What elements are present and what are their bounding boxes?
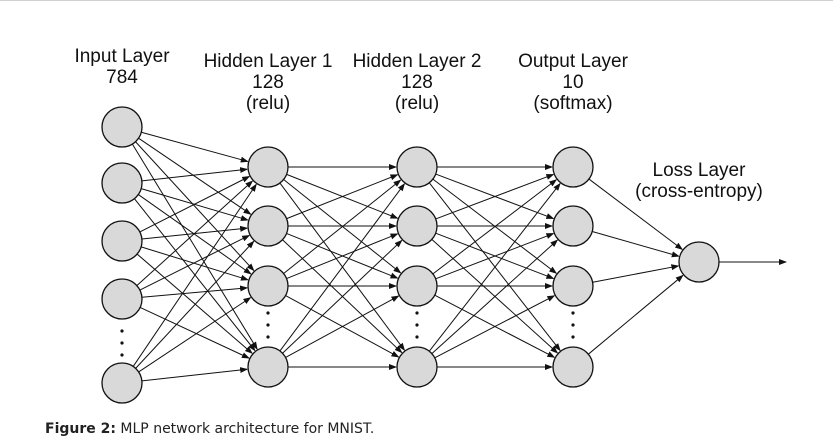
input-label-line-2: 784: [106, 67, 138, 88]
edge-hidden1-to-hidden2: [285, 295, 400, 358]
edge-input-to-hidden1: [140, 246, 249, 281]
input-ellipsis-dot-1: [120, 329, 124, 333]
output-label-line-1: Output Layer: [518, 51, 628, 72]
edge-output-to-loss: [592, 231, 680, 258]
hidden2-neuron-3: [396, 265, 438, 307]
connection-edges: [131, 131, 787, 382]
top-divider: [0, 0, 833, 1]
hidden2-label-line-1: Hidden Layer 2: [352, 51, 482, 72]
hidden2-ellipsis-dot-1: [415, 311, 419, 315]
hidden2-neuron-4: [396, 346, 438, 388]
edge-input-to-hidden1: [138, 194, 252, 275]
loss-layer-label: Loss Layer(cross-entropy): [635, 160, 763, 202]
edge-hidden1-to-hidden2: [286, 233, 399, 279]
edge-input-to-hidden1: [138, 297, 252, 373]
edge-input-to-hidden1: [139, 176, 251, 233]
edge-hidden1-to-hidden2: [286, 174, 399, 220]
output-ellipsis-dot-2: [571, 323, 575, 327]
hidden1-ellipsis-dot-2: [266, 323, 270, 327]
edge-output-to-loss: [592, 264, 680, 283]
edge-hidden1-to-hidden2: [282, 239, 403, 354]
hidden1-neuron-2: [247, 205, 289, 247]
input-neuron-1: [101, 106, 143, 148]
edge-hidden2-to-output: [435, 233, 555, 280]
input-ellipsis-dot-2: [120, 341, 124, 345]
edge-input-to-hidden1: [135, 240, 255, 369]
input-neuron-5: [101, 362, 143, 404]
hidden2-ellipsis-dot-2: [415, 323, 419, 327]
hidden2-neuron-2: [396, 205, 438, 247]
output-label-line-3: (softmax): [533, 93, 613, 114]
neuron-nodes: [101, 106, 720, 404]
edge-output-to-loss: [588, 178, 684, 250]
edge-input-to-hidden1: [131, 143, 258, 350]
input-label-line-1: Input Layer: [74, 46, 170, 67]
edge-input-to-hidden1: [139, 306, 250, 359]
hidden2-neuron-1: [396, 146, 438, 188]
output-neuron-1: [552, 146, 594, 188]
edge-input-to-hidden1: [132, 183, 257, 367]
hidden1-label-line-3: (relu): [245, 93, 291, 114]
edge-input-to-hidden1: [141, 131, 249, 163]
loss-label-line-1: Loss Layer: [652, 160, 746, 181]
edge-input-to-hidden1: [135, 141, 255, 272]
output-ellipsis-dot-3: [571, 335, 575, 339]
edge-hidden2-to-output: [428, 182, 561, 352]
hidden1-neuron-1: [247, 146, 289, 188]
hidden1-label-line-2: 128: [252, 72, 284, 93]
mlp-network-diagram: [101, 106, 787, 404]
edge-hidden2-to-output: [432, 179, 558, 275]
edge-input-to-hidden1: [136, 180, 254, 286]
edge-hidden2-to-output: [431, 239, 559, 354]
edge-hidden2-to-output: [434, 295, 556, 359]
output-ellipsis-dot-1: [571, 311, 575, 315]
loss-neuron-1: [678, 241, 720, 283]
edge-input-to-hidden1: [136, 253, 253, 354]
edge-input-to-hidden1: [141, 367, 249, 382]
output-label-line-2: 10: [562, 72, 584, 93]
caption-label: Figure 2:: [45, 421, 116, 437]
hidden1-neuron-3: [247, 265, 289, 307]
edge-input-to-hidden1: [138, 137, 252, 215]
hidden1-ellipsis-dot-3: [266, 335, 270, 339]
input-neuron-2: [101, 162, 143, 204]
hidden1-label-line-1: Hidden Layer 1: [203, 51, 333, 72]
input-ellipsis-dot-3: [120, 353, 124, 357]
hidden2-label-line-2: 128: [401, 72, 433, 93]
hidden2-label-line-3: (relu): [394, 93, 440, 114]
input-neuron-4: [101, 278, 143, 320]
caption-text: MLP network architecture for MNIST.: [115, 421, 375, 437]
input-neuron-3: [101, 220, 143, 262]
hidden1-neuron-4: [247, 346, 289, 388]
edge-input-to-hidden1: [139, 234, 251, 291]
edge-hidden2-to-output: [435, 173, 555, 220]
edge-input-to-hidden1: [141, 285, 249, 298]
output-neuron-4: [552, 346, 594, 388]
edge-hidden1-to-hidden2: [283, 179, 402, 274]
output-neuron-3: [552, 265, 594, 307]
loss-label-line-2: (cross-entropy): [635, 181, 763, 202]
edge-hidden1-to-hidden2: [279, 183, 406, 352]
hidden1-ellipsis-dot-1: [266, 311, 270, 315]
edge-input-to-hidden1: [141, 167, 249, 182]
figure-caption: Figure 2: MLP network architecture for M…: [45, 421, 374, 437]
edge-output-to-loss: [588, 274, 684, 355]
hidden2-ellipsis-dot-3: [415, 335, 419, 339]
output-neuron-2: [552, 205, 594, 247]
